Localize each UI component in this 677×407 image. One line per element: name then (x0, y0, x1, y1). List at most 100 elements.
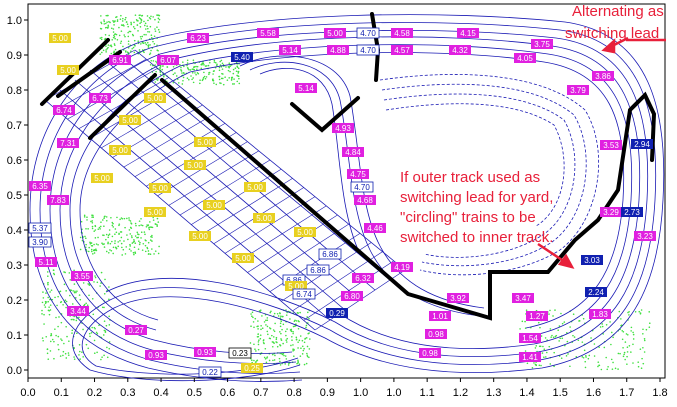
track-tie (179, 159, 271, 216)
vegetation-dot (134, 222, 137, 225)
vegetation-dot (150, 34, 153, 37)
vegetation-dot (147, 30, 149, 33)
vegetation-dot (66, 335, 68, 338)
vegetation-dot (111, 235, 114, 238)
vegetation-dot (47, 275, 49, 277)
label-text: 5.00 (147, 208, 163, 217)
vegetation-dot (238, 77, 240, 80)
label-text: 4.46 (367, 224, 383, 233)
vegetation-dot (105, 51, 107, 53)
vegetation-dot (149, 52, 152, 54)
vegetation-dot (89, 241, 91, 244)
vegetation-dot (154, 250, 157, 252)
vegetation-dot (113, 34, 115, 37)
y-tick-label: 0.2 (7, 295, 22, 307)
vegetation-dot (123, 25, 125, 27)
vegetation-dot (533, 362, 535, 364)
vegetation-dot (192, 81, 195, 84)
vegetation-dot (133, 51, 136, 54)
label-box (198, 366, 222, 378)
vegetation-dot (255, 360, 258, 362)
label-box (292, 288, 316, 300)
vegetation-dot (144, 24, 146, 27)
vegetation-dot (103, 23, 106, 25)
vegetation-dot (84, 246, 87, 248)
vegetation-dot (531, 366, 534, 369)
annotation-arrows (537, 36, 666, 269)
vegetation-dot (612, 336, 614, 339)
label-box (28, 222, 52, 234)
vegetation-dot (233, 83, 236, 85)
vegetation-dot (73, 315, 76, 318)
label-text: 4.75 (350, 170, 366, 179)
label-box (257, 28, 279, 38)
vegetation-dot (182, 79, 184, 82)
vegetation-dot (150, 36, 153, 39)
vegetation-dot (264, 347, 267, 350)
vegetation-dot (95, 249, 98, 252)
vegetation-dot (103, 320, 106, 322)
vegetation-dot (566, 340, 569, 343)
label-text: 5.00 (112, 146, 128, 155)
vegetation-dot (196, 72, 199, 74)
vegetation-dot (121, 217, 124, 220)
label-box (279, 45, 301, 55)
vegetation-dot (621, 338, 624, 341)
vegetation-dot (208, 71, 211, 74)
label-box (391, 45, 413, 55)
vegetation-dot (231, 78, 233, 80)
distance-label: 4.84 (342, 147, 364, 157)
vegetation-dot (630, 351, 632, 353)
vegetation-dot (274, 322, 276, 325)
vegetation-dot (120, 242, 123, 245)
vegetation-dot (188, 78, 190, 81)
vegetation-dot (98, 226, 101, 229)
vegetation-dot (625, 333, 628, 335)
vegetation-dot (144, 22, 147, 25)
y-tick-label: 0.7 (7, 120, 22, 132)
vegetation-dot (41, 313, 43, 315)
vegetation-dot (250, 325, 252, 328)
distance-label: 1.01 (429, 311, 451, 321)
label-text: 2.94 (634, 140, 650, 149)
label-text: 0.93 (197, 348, 213, 357)
vegetation-dot (94, 276, 97, 279)
vegetation-dot (205, 76, 208, 78)
vegetation-dot (64, 352, 67, 355)
vegetation-dot (598, 346, 600, 348)
vegetation-dot (132, 46, 135, 49)
vegetation-dot (201, 79, 204, 82)
vegetation-dot (92, 253, 94, 255)
label-text: 0.29 (329, 309, 345, 318)
vegetation-dot (637, 361, 640, 363)
vegetation-dot (569, 326, 571, 328)
vegetation-dot (624, 358, 626, 361)
distance-label: 3.03 (581, 255, 603, 265)
vegetation-dot (110, 52, 113, 55)
vegetation-dot (134, 14, 137, 16)
vegetation-dot (114, 233, 116, 236)
vegetation-dot (140, 18, 143, 21)
label-text: 5.00 (327, 29, 343, 38)
vegetation-dot (104, 278, 106, 281)
vegetation-dot (232, 68, 235, 71)
vegetation-dot (53, 272, 55, 275)
vegetation-dot (149, 44, 151, 46)
vegetation-dot (44, 306, 47, 308)
distance-label: 6.74 (292, 288, 316, 300)
label-box (634, 231, 656, 241)
vegetation-dot (53, 357, 55, 360)
vegetation-dot (220, 77, 223, 80)
vegetation-dot (172, 65, 175, 68)
vegetation-dot (557, 329, 560, 332)
vegetation-dot (191, 78, 193, 81)
vegetation-dot (116, 20, 119, 23)
vegetation-dot (286, 337, 289, 340)
vegetation-dot (280, 332, 282, 335)
vegetation-dot (634, 310, 637, 313)
vegetation-dot (93, 248, 96, 251)
vegetation-dot (47, 358, 50, 360)
vegetation-dot (105, 238, 107, 241)
vegetation-dot (147, 46, 150, 48)
label-text: 0.27 (128, 326, 144, 335)
